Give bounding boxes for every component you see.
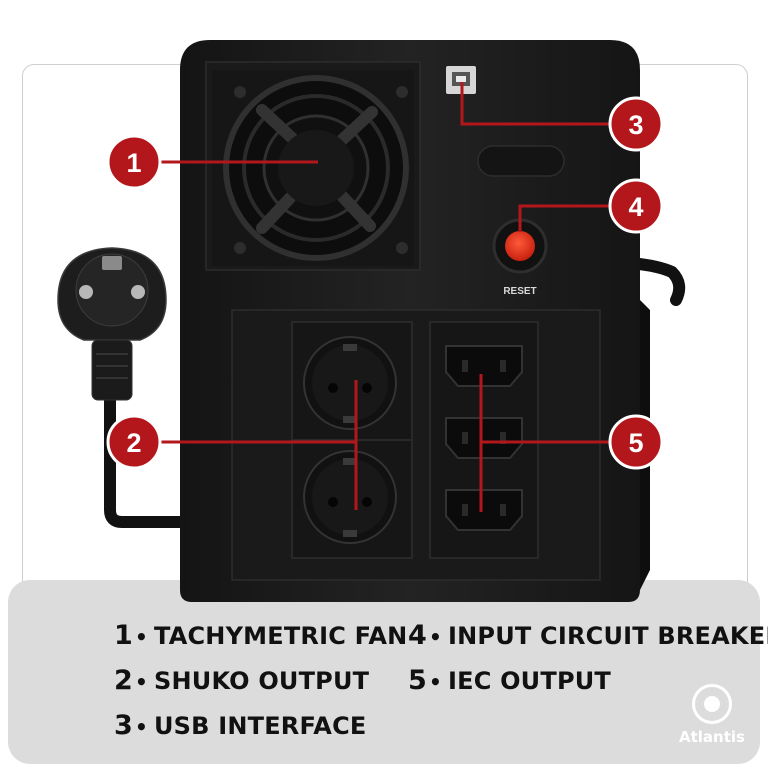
atlantis-logo-icon <box>692 684 732 724</box>
legend-separator: • <box>135 625 148 649</box>
legend-label: INPUT CIRCUIT BREAKER <box>447 622 768 650</box>
svg-text:3: 3 <box>628 110 643 140</box>
legend-number: 1 <box>114 620 133 651</box>
legend-number: 3 <box>114 710 133 741</box>
schuko-socket-icon <box>303 450 397 544</box>
svg-text:2: 2 <box>126 428 141 458</box>
schuko-socket-icon <box>303 336 397 430</box>
legend-label: SHUKO OUTPUT <box>153 667 370 695</box>
legend-number: 5 <box>408 665 427 696</box>
callout-leader-lines <box>160 82 612 512</box>
brand-logo: Atlantis <box>672 684 752 746</box>
iec-socket-icon <box>445 345 523 387</box>
callout-badge-5: 5 <box>608 414 664 470</box>
reset-label: RESET <box>503 286 536 297</box>
legend-number: 2 <box>114 665 133 696</box>
legend-separator: • <box>429 670 442 694</box>
legend-separator: • <box>429 625 442 649</box>
brand-name: Atlantis <box>679 728 745 746</box>
legend-panel <box>8 580 760 764</box>
iec-socket-icon <box>445 417 523 459</box>
legend-separator: • <box>135 670 148 694</box>
callout-badge-4: 4 <box>608 178 664 234</box>
reset-button-icon <box>492 218 548 274</box>
legend-item-5: 5•IEC OUTPUT <box>408 665 611 696</box>
svg-text:4: 4 <box>628 192 643 222</box>
legend-item-3: 3•USB INTERFACE <box>114 710 367 741</box>
legend-item-2: 2•SHUKO OUTPUT <box>114 665 369 696</box>
callout-badge-2: 2 <box>106 414 162 470</box>
callout-badge-1: 1 <box>106 134 162 190</box>
svg-text:5: 5 <box>628 428 643 458</box>
schuko-outlets <box>291 321 413 559</box>
callout-badge-3: 3 <box>608 96 664 152</box>
schuko-plug-icon <box>57 247 167 401</box>
legend-label: IEC OUTPUT <box>447 667 611 695</box>
legend-item-1: 1•TACHYMETRIC FAN <box>114 620 407 651</box>
usb-port-icon <box>446 66 476 94</box>
legend-item-4: 4•INPUT CIRCUIT BREAKER <box>408 620 768 651</box>
legend-separator: • <box>135 715 148 739</box>
iec-socket-icon <box>445 489 523 531</box>
vent-slot <box>477 145 565 177</box>
svg-text:1: 1 <box>126 148 141 178</box>
iec-outlets <box>429 321 539 559</box>
legend-label: TACHYMETRIC FAN <box>153 622 408 650</box>
fan-icon <box>212 70 414 266</box>
legend-number: 4 <box>408 620 427 651</box>
legend-label: USB INTERFACE <box>153 712 367 740</box>
